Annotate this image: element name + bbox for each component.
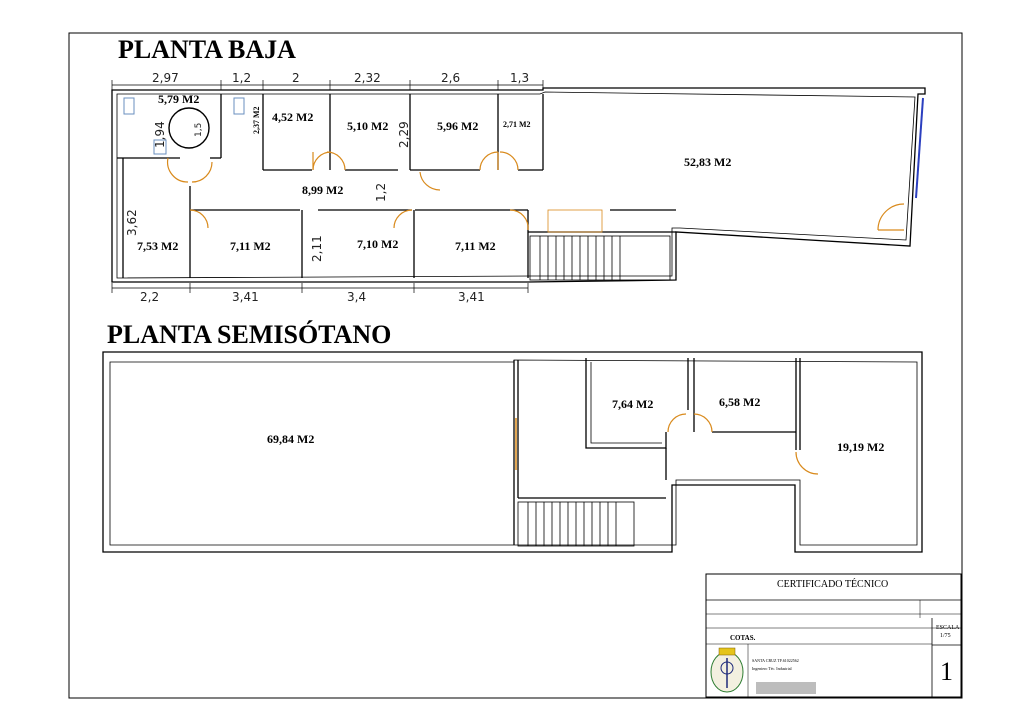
dim-top-3: 2 — [292, 71, 300, 85]
area-label: 7,64 M2 — [612, 397, 653, 411]
title-block — [705, 573, 962, 698]
counter — [547, 209, 603, 233]
top-dimension-line — [111, 80, 544, 90]
dim-top-4: 2,32 — [354, 71, 381, 85]
planta-semisotano-title: PLANTA SEMISÓTANO — [107, 320, 391, 349]
area-label: 7,11 M2 — [230, 239, 271, 253]
bottom-dimension-line — [111, 283, 529, 293]
redacted-signature — [756, 682, 816, 694]
area-label: 2,37 M2 — [252, 106, 261, 134]
doors-planta-baja — [167, 151, 905, 231]
window — [915, 97, 924, 199]
author-line-1: SANTA CRUZ TF.61022562 — [752, 658, 799, 663]
dim-top-2: 1,2 — [232, 71, 251, 85]
area-label: 5,96 M2 — [437, 119, 478, 133]
shower-tray-icon — [168, 107, 210, 149]
area-label: 7,53 M2 — [137, 239, 178, 253]
area-label: 52,83 M2 — [684, 155, 731, 169]
dim-top-1: 2,97 — [152, 71, 179, 85]
area-label: 19,19 M2 — [837, 440, 884, 454]
doors-semisotano — [667, 413, 819, 475]
dim-vert-3: 3,62 — [125, 209, 139, 236]
planta-baja-title: PLANTA BAJA — [118, 35, 296, 64]
area-label: 5,10 M2 — [347, 119, 388, 133]
sink-icon — [153, 139, 167, 155]
dim-bottom-4: 3,41 — [458, 290, 485, 304]
area-label: 7,11 M2 — [455, 239, 496, 253]
area-label: 7,10 M2 — [357, 237, 398, 251]
stairs-semisotano — [517, 501, 635, 547]
scale-value: 1/75 — [940, 633, 951, 639]
planta-semisotano-walls — [102, 351, 923, 553]
bathroom-fixtures — [123, 97, 245, 155]
area-label: 5,79 M2 — [158, 92, 199, 106]
dim-bottom-1: 2,2 — [140, 290, 159, 304]
area-label: 2,71 M2 — [503, 120, 531, 129]
dim-vert-4: 2,29 — [397, 121, 411, 148]
title-block-heading: CERTIFICADO TÉCNICO — [777, 578, 888, 590]
plano-value: COTAS. — [730, 634, 756, 642]
dim-top-5: 2,6 — [441, 71, 460, 85]
stairs-planta-baja — [529, 235, 671, 281]
author-line-2: Ingeniero Téc. Industrial — [752, 666, 792, 671]
dim-vert-5: 1,2 — [374, 183, 388, 202]
crest-seal — [710, 647, 744, 693]
toilet-icon — [123, 97, 135, 115]
toilet-icon-2 — [233, 97, 245, 115]
area-label: 8,99 M2 — [302, 183, 343, 197]
dim-vert-1: 1,94 — [153, 121, 167, 148]
scale-label: ESCALA — [936, 625, 960, 631]
dim-bottom-3: 3,4 — [347, 290, 366, 304]
dim-top-6: 1,3 — [510, 71, 529, 85]
dim-bottom-2: 3,41 — [232, 290, 259, 304]
sheet-number: 1 — [940, 657, 953, 686]
sheet-frame — [68, 32, 963, 699]
area-label: 4,52 M2 — [272, 110, 313, 124]
area-label: 6,58 M2 — [719, 395, 760, 409]
dim-vert-6: 2,11 — [310, 235, 324, 262]
dim-vert-2: 1,5 — [194, 123, 204, 137]
area-label: 69,84 M2 — [267, 432, 314, 446]
